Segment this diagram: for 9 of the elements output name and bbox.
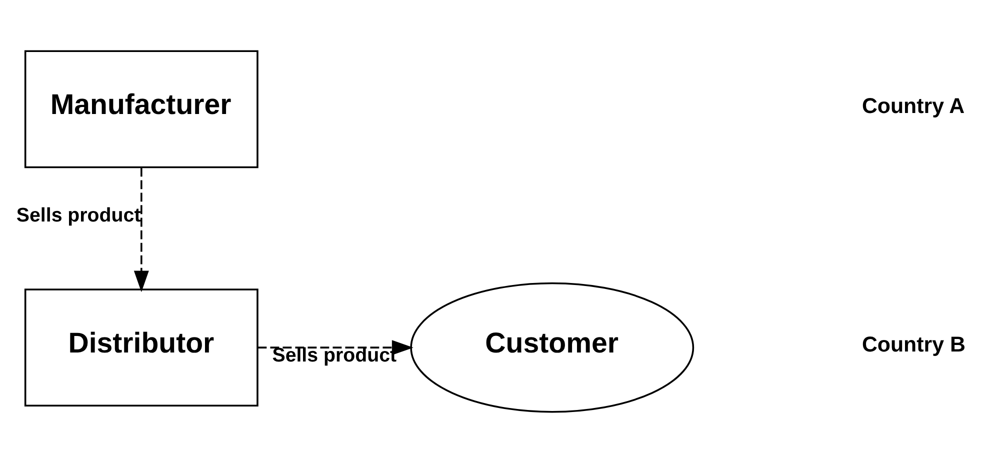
edge-label: Sells product <box>16 204 141 226</box>
node-ellipse: Customer <box>410 282 694 413</box>
arrow <box>134 168 149 292</box>
arrow <box>258 340 414 356</box>
node-box: Distributor <box>24 288 258 406</box>
label: Country A <box>862 94 965 118</box>
node-box: Manufacturer <box>24 50 258 168</box>
label: Country B <box>862 332 966 356</box>
edge-label: Sells product <box>272 344 397 366</box>
